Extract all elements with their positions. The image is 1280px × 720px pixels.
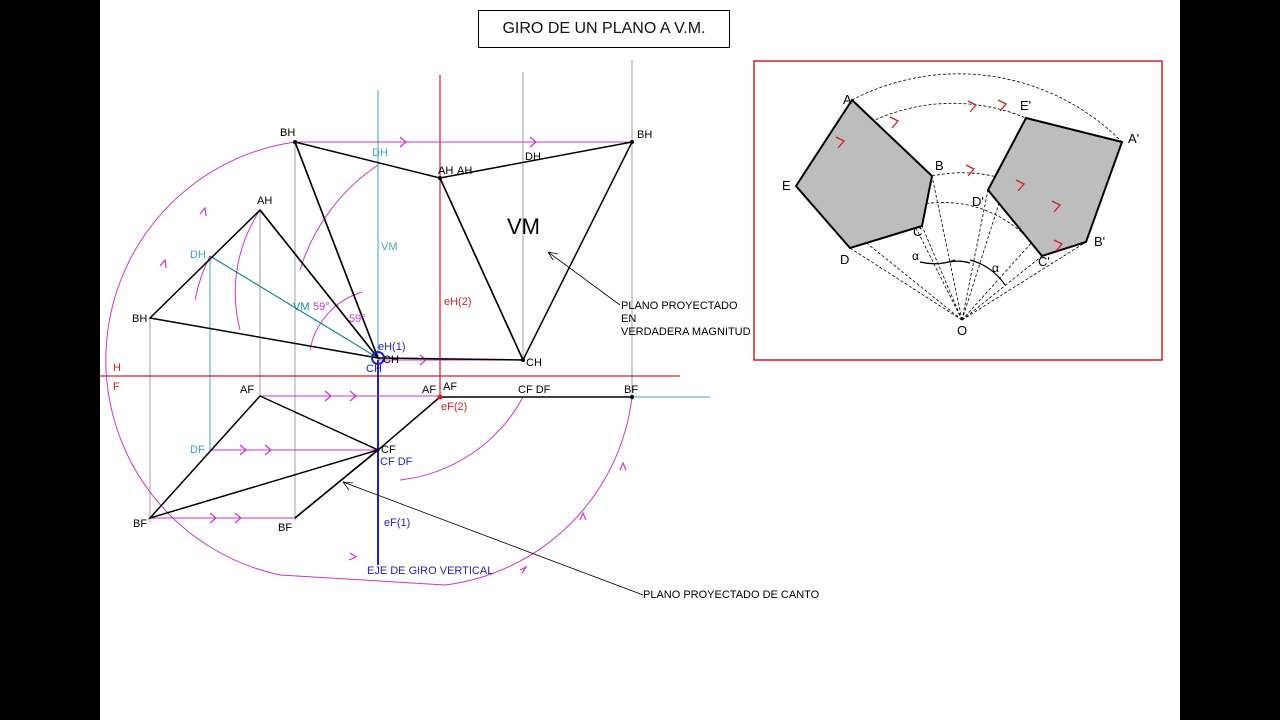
arrow-chevrons — [159, 136, 627, 574]
drawing-canvas: GIRO DE UN PLANO A V.M. — [100, 0, 1180, 720]
label-ef2: eF(2) — [441, 401, 467, 413]
projection-polygons — [147, 140, 634, 520]
label-eh2: eH(2) — [444, 296, 472, 308]
label-bh-left: BH — [132, 313, 147, 325]
inset-label-c2: C' — [1038, 254, 1050, 269]
inset-label-d: D — [840, 252, 849, 267]
label-dh-bar2: DH — [525, 151, 541, 163]
label-ch-bar-center: CH — [366, 363, 382, 375]
label-dh-left: DH — [190, 249, 206, 261]
label-plano-vm-2: EN — [621, 313, 636, 325]
label-ah-ah: AH — [438, 165, 453, 177]
inset-label-e: E — [782, 178, 791, 193]
descriptive-geometry-drawing: BH BH DH DH AH AH AH DH BH VM VM 59° 59°… — [100, 60, 1163, 601]
label-vm-small: VM — [381, 241, 398, 253]
leader-lines — [342, 251, 644, 596]
label-f: F — [113, 381, 120, 393]
inset-label-a: A — [843, 92, 852, 107]
vertex-dots — [293, 140, 634, 400]
inset-label-b2: B' — [1094, 234, 1105, 249]
inset-label-e2: E' — [1020, 98, 1031, 113]
inset-label-c: C — [913, 224, 922, 239]
label-angle2: 59° — [349, 313, 366, 325]
inset-label-a2: A' — [1128, 131, 1139, 146]
rotation-horizontals — [150, 141, 632, 519]
label-bh-bar1: BH — [280, 127, 295, 139]
label-vm-diag: VM — [293, 301, 310, 313]
label-eje: EJE DE GIRO VERTICAL — [367, 565, 493, 577]
label-ah-bar: AH — [457, 165, 472, 177]
label-bh-bar3: BH — [637, 129, 652, 141]
label-cf-center: CF — [381, 444, 396, 456]
label-cf-df-top: CF DF — [518, 384, 551, 396]
label-af-left: AF — [240, 384, 254, 396]
label-af-bar: AF — [422, 384, 436, 396]
label-plano-vm-1: PLANO PROYECTADO — [621, 300, 738, 312]
label-bf-left: BF — [133, 518, 147, 530]
label-df-left: DF — [190, 444, 205, 456]
label-cf-df-center: CF DF — [380, 456, 413, 468]
inset-label-d2: D' — [972, 194, 984, 209]
label-ch-bar-right: CH — [526, 357, 542, 369]
main-labels: BH BH DH DH AH AH AH DH BH VM VM 59° 59°… — [113, 127, 820, 601]
label-h: H — [113, 362, 121, 374]
inset-label-alpha1: α — [912, 249, 919, 263]
inset-label-b: B — [935, 158, 944, 173]
label-ef1: eF(1) — [384, 517, 410, 529]
label-angle1: 59° — [313, 301, 330, 313]
label-plano-vm-3: VERDADERA MAGNITUD — [621, 326, 751, 338]
inset-diagram: A B C D E A' B' C' D' E' O α α — [753, 60, 1163, 361]
inset-label-alpha2: α — [992, 261, 999, 275]
label-ch-center: CH — [383, 354, 399, 366]
label-eh1: eH(1) — [378, 341, 406, 353]
true-length-line — [209, 255, 379, 359]
label-af-bar2: AF — [443, 381, 457, 393]
diagram-title: GIRO DE UN PLANO A V.M. — [478, 10, 730, 48]
label-bf-bar3: BF — [624, 384, 638, 396]
inset-label-o: O — [957, 323, 967, 338]
label-plano-canto: PLANO PROYECTADO DE CANTO — [643, 589, 820, 601]
label-ah-left: AH — [257, 195, 272, 207]
label-bf-bar1: BF — [278, 522, 292, 534]
label-dh-bar1: DH — [372, 147, 388, 159]
label-vm-big: VM — [507, 214, 540, 239]
